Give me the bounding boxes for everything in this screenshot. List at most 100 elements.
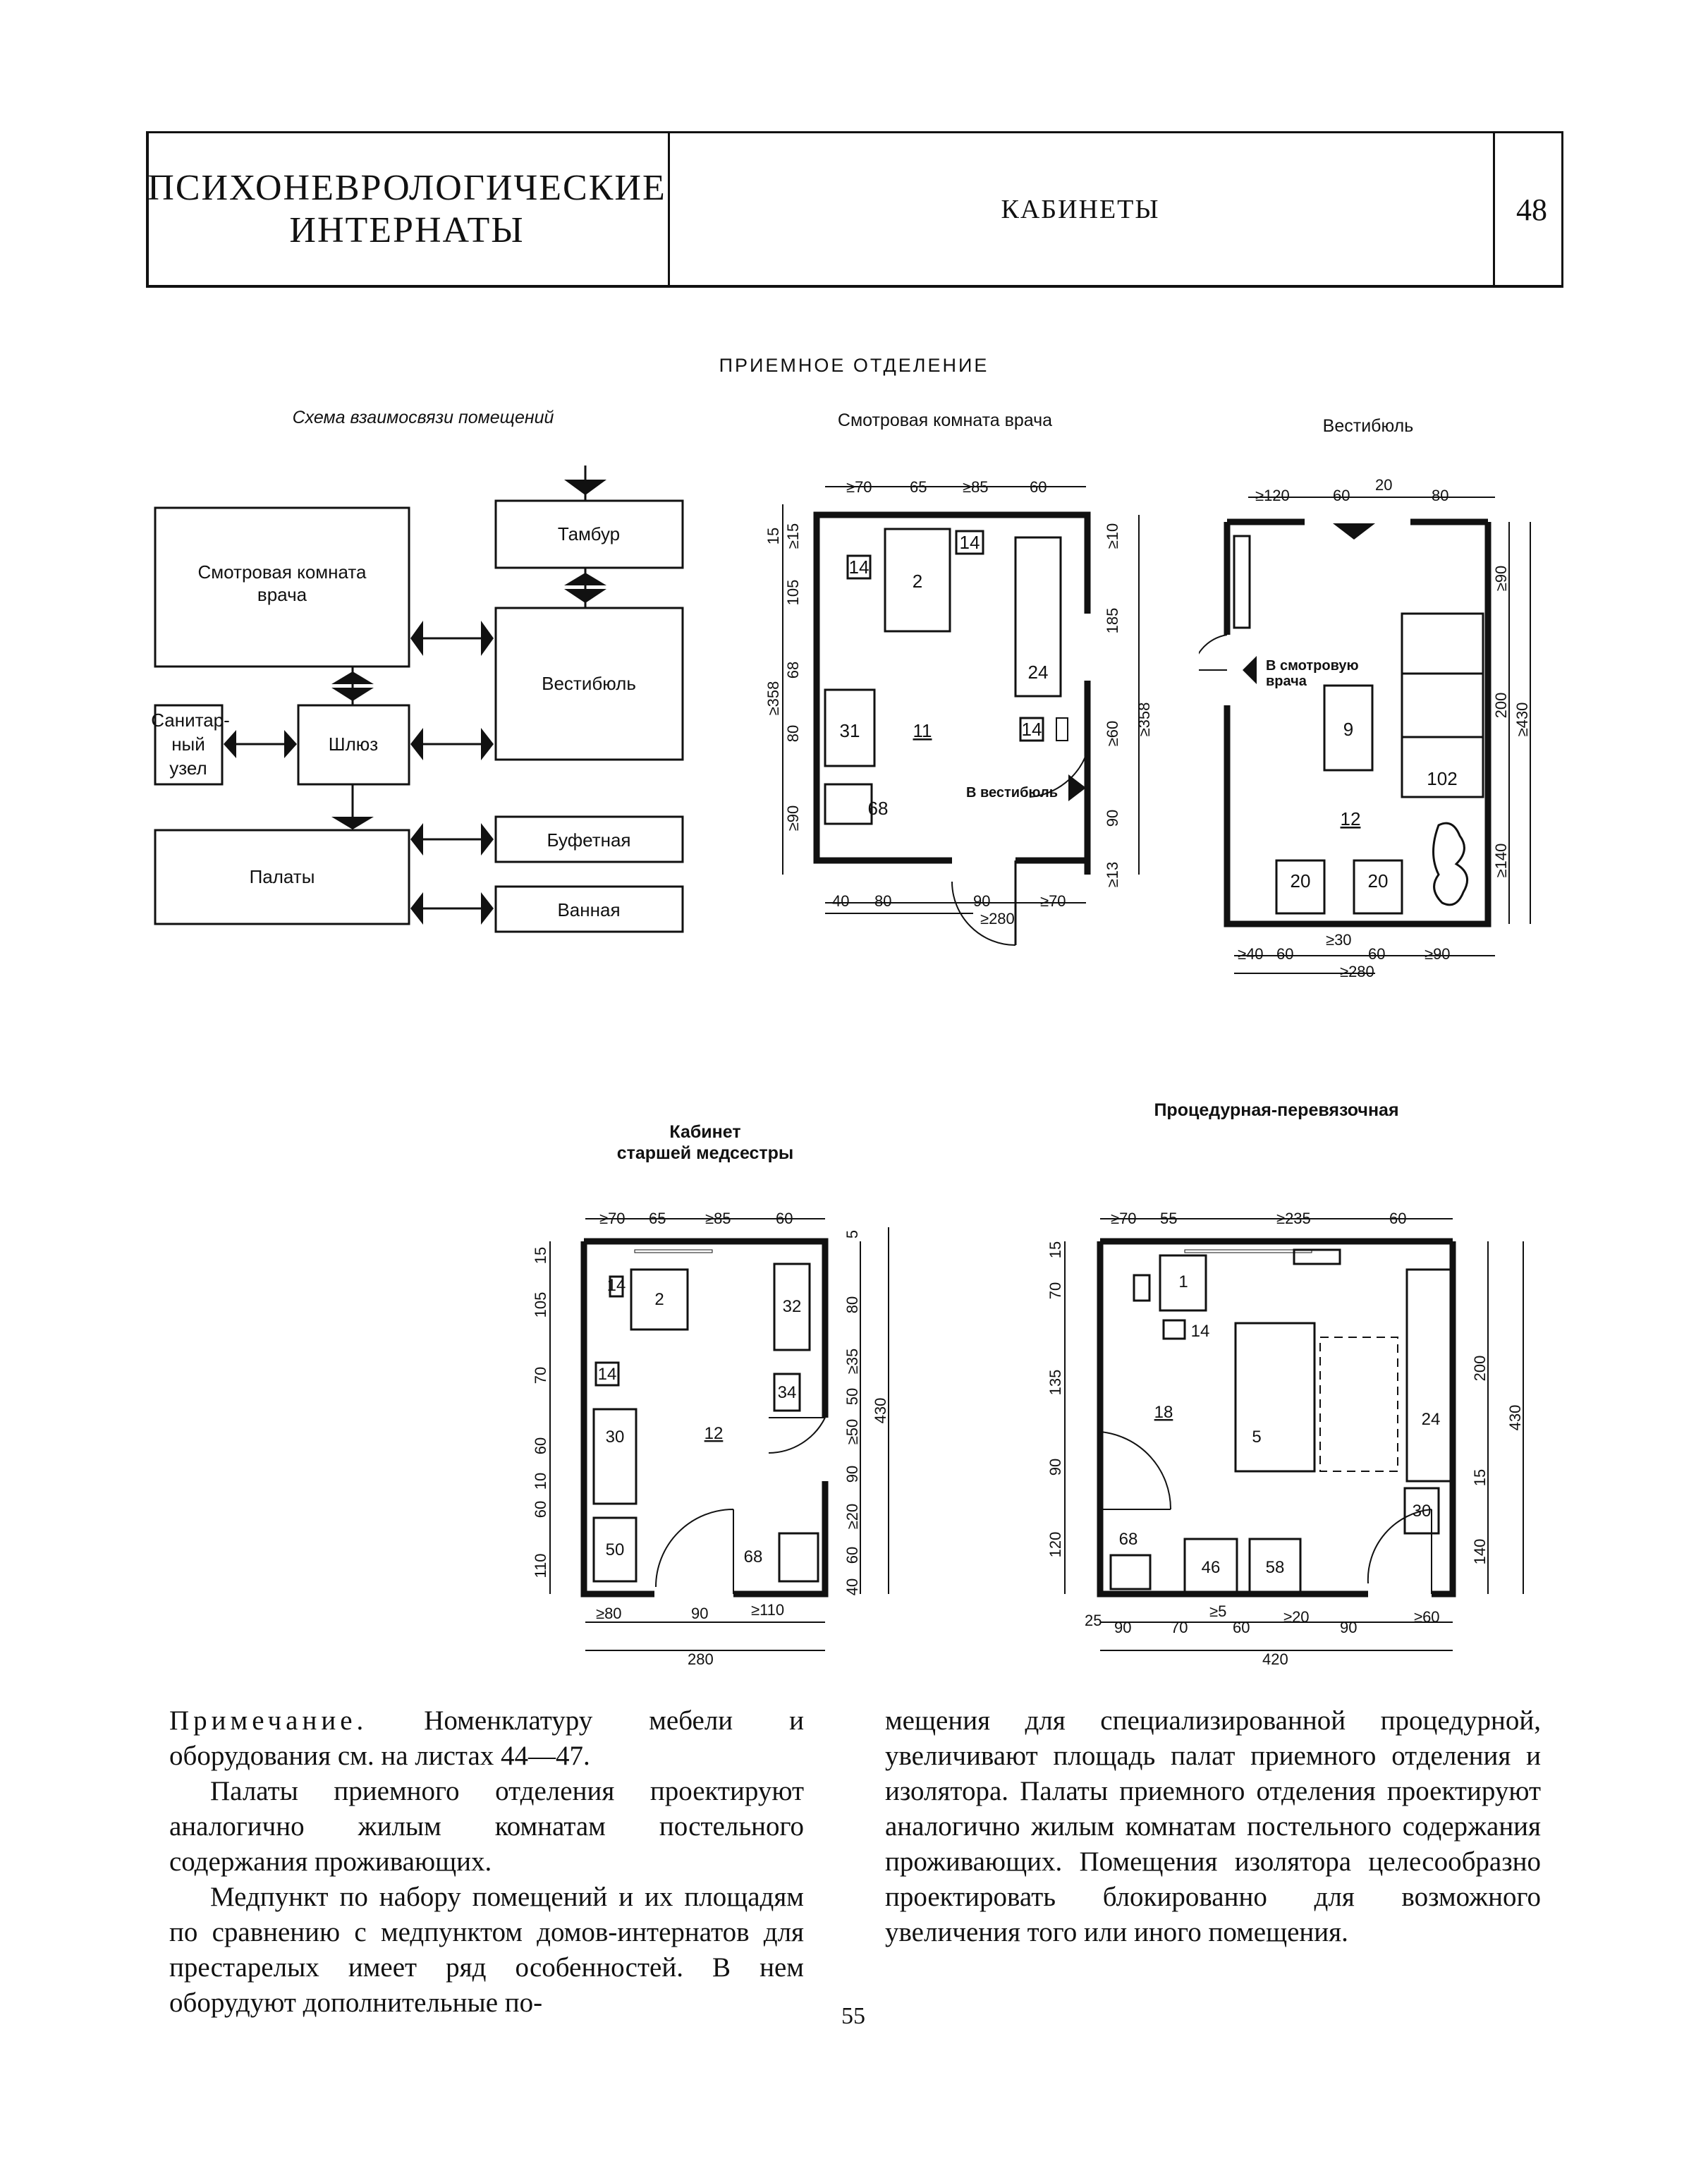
dim-label: 200 [1492,693,1510,719]
dim-label: 60 [532,1501,549,1518]
dim-label: ≥13 [1104,862,1121,888]
dim-label: ≥20 [1283,1608,1310,1626]
dim-label: 430 [872,1398,889,1424]
label-buffet: Буфетная [547,829,631,851]
dim-label: 60 [532,1437,549,1454]
dim-label: 140 [1471,1539,1489,1565]
dim-label: 420 [1262,1650,1288,1668]
door-label-1: В смотровую [1266,658,1359,674]
dim-label: ≥50 [843,1419,861,1445]
section-title: ПРИЕМНОЕ ОТДЕЛЕНИЕ [719,355,989,376]
dim-label: 200 [1471,1356,1489,1382]
note-body: Номенклатуру мебели и оборудования см. н… [169,1705,805,1771]
dim-label: 40 [832,892,849,910]
item-label: 34 [778,1383,797,1402]
item-label: 32 [783,1297,802,1316]
text-column-left: Примечание. Номенклатуру мебели и оборуд… [169,1703,804,2021]
item-label: 1 [1178,1272,1188,1291]
dim-label: 60 [1389,1210,1406,1227]
item-label: 102 [1427,768,1457,789]
dim-label: 90 [843,1466,861,1483]
door-label-2: врача [1266,674,1307,689]
dim-label: 90 [691,1605,708,1622]
item-label: 20 [1291,870,1311,892]
sheet-number: 48 [1516,192,1547,227]
dim-label: 105 [532,1292,549,1318]
series-title-line1: ПСИХОНЕВРОЛОГИЧЕСКИЕ [147,168,666,208]
item-label: 68 [868,798,889,819]
item-label: 68 [1119,1530,1138,1549]
dim-label: ≥140 [1492,844,1510,878]
dim-label: 80 [784,725,802,742]
dim-label: ≥10 [1104,523,1121,549]
dim-label: 15 [764,528,782,544]
item-label: 24 [1422,1410,1441,1429]
paragraph-3: мещения для специализированной процедурн… [885,1705,1541,1947]
dim-label: ≥60 [1414,1608,1440,1626]
dim-label: 20 [1375,476,1392,494]
item-label: 20 [1368,870,1389,892]
item-label: 9 [1343,719,1353,740]
dim-label: ≥85 [963,478,989,496]
vestibule-caption: Вестибюль [1322,416,1414,436]
room-number: 11 [913,720,932,741]
dim-label: 60 [1368,945,1385,963]
dim-label: 80 [874,892,891,910]
dim-label: ≥20 [843,1504,861,1530]
dim-label: 70 [532,1367,549,1384]
dim-label: 90 [1114,1619,1131,1636]
dim-label: ≥70 [1040,892,1066,910]
sheet-topic: КАБИНЕТЫ [1001,195,1160,224]
box-buffet [494,815,684,863]
dim-label: ≥70 [1111,1210,1137,1227]
dim-label: 55 [1160,1210,1177,1227]
text-column-right: мещения для специализированной процедурн… [885,1703,1541,1950]
dim-label: ≥35 [843,1349,861,1375]
dim-label: 60 [843,1547,861,1564]
item-label: 2 [654,1290,664,1309]
dim-label: 60 [1333,487,1350,504]
item-label: 14 [1191,1322,1210,1341]
item-label: 2 [913,571,922,592]
dim-label: 105 [784,580,802,606]
box-vestibule [494,607,684,761]
dim-label: 15 [532,1247,549,1264]
dim-label: 80 [1432,487,1448,504]
item-label: 46 [1202,1558,1221,1577]
dim-label: ≥358 [1135,702,1153,737]
exam-room-plan: 14 2 14 24 14 31 68 11 В вестибюль ≥70 6… [764,478,1153,946]
item-label: 50 [606,1540,625,1559]
dim-label: 185 [1104,608,1121,634]
item-label: 14 [607,1276,626,1295]
dim-label: ≥40 [1238,945,1264,963]
dim-label: ≥90 [1492,566,1510,592]
nurse-caption-line2: старшей медсестры [616,1143,794,1163]
item-label: 14 [598,1365,617,1384]
dim-label: 15 [1047,1241,1064,1258]
item-label: 14 [849,556,870,578]
dim-label: 90 [973,892,990,910]
dim-label: 5 [843,1230,861,1239]
dim-label: 50 [843,1388,861,1405]
label-sanitary-3: узел [169,758,207,779]
page-number: 55 [841,2003,865,2029]
dim-label: ≥5 [1209,1602,1226,1620]
dim-label: 60 [776,1210,793,1227]
series-title: ПСИХОНЕВРОЛОГИЧЕСКИЕ ИНТЕРНАТЫ [146,131,668,288]
dim-label: 60 [1276,945,1293,963]
item-label: 5 [1252,1428,1261,1447]
item-label: 14 [1022,719,1042,740]
dim-label: ≥85 [705,1210,731,1227]
dim-label: ≥280 [1340,963,1374,980]
dim-label: 68 [784,662,802,679]
item-label: 58 [1266,1558,1285,1577]
dim-label: 65 [910,478,927,496]
dim-label: 40 [843,1578,861,1595]
dim-label: ≥90 [1425,945,1451,963]
dim-label: 70 [1171,1619,1188,1636]
dim-label: ≥90 [784,805,802,832]
dim-label: 15 [1471,1469,1489,1486]
dim-label: 120 [1047,1532,1064,1558]
dim-label: 90 [1047,1459,1064,1476]
dim-label: ≥280 [980,910,1015,927]
